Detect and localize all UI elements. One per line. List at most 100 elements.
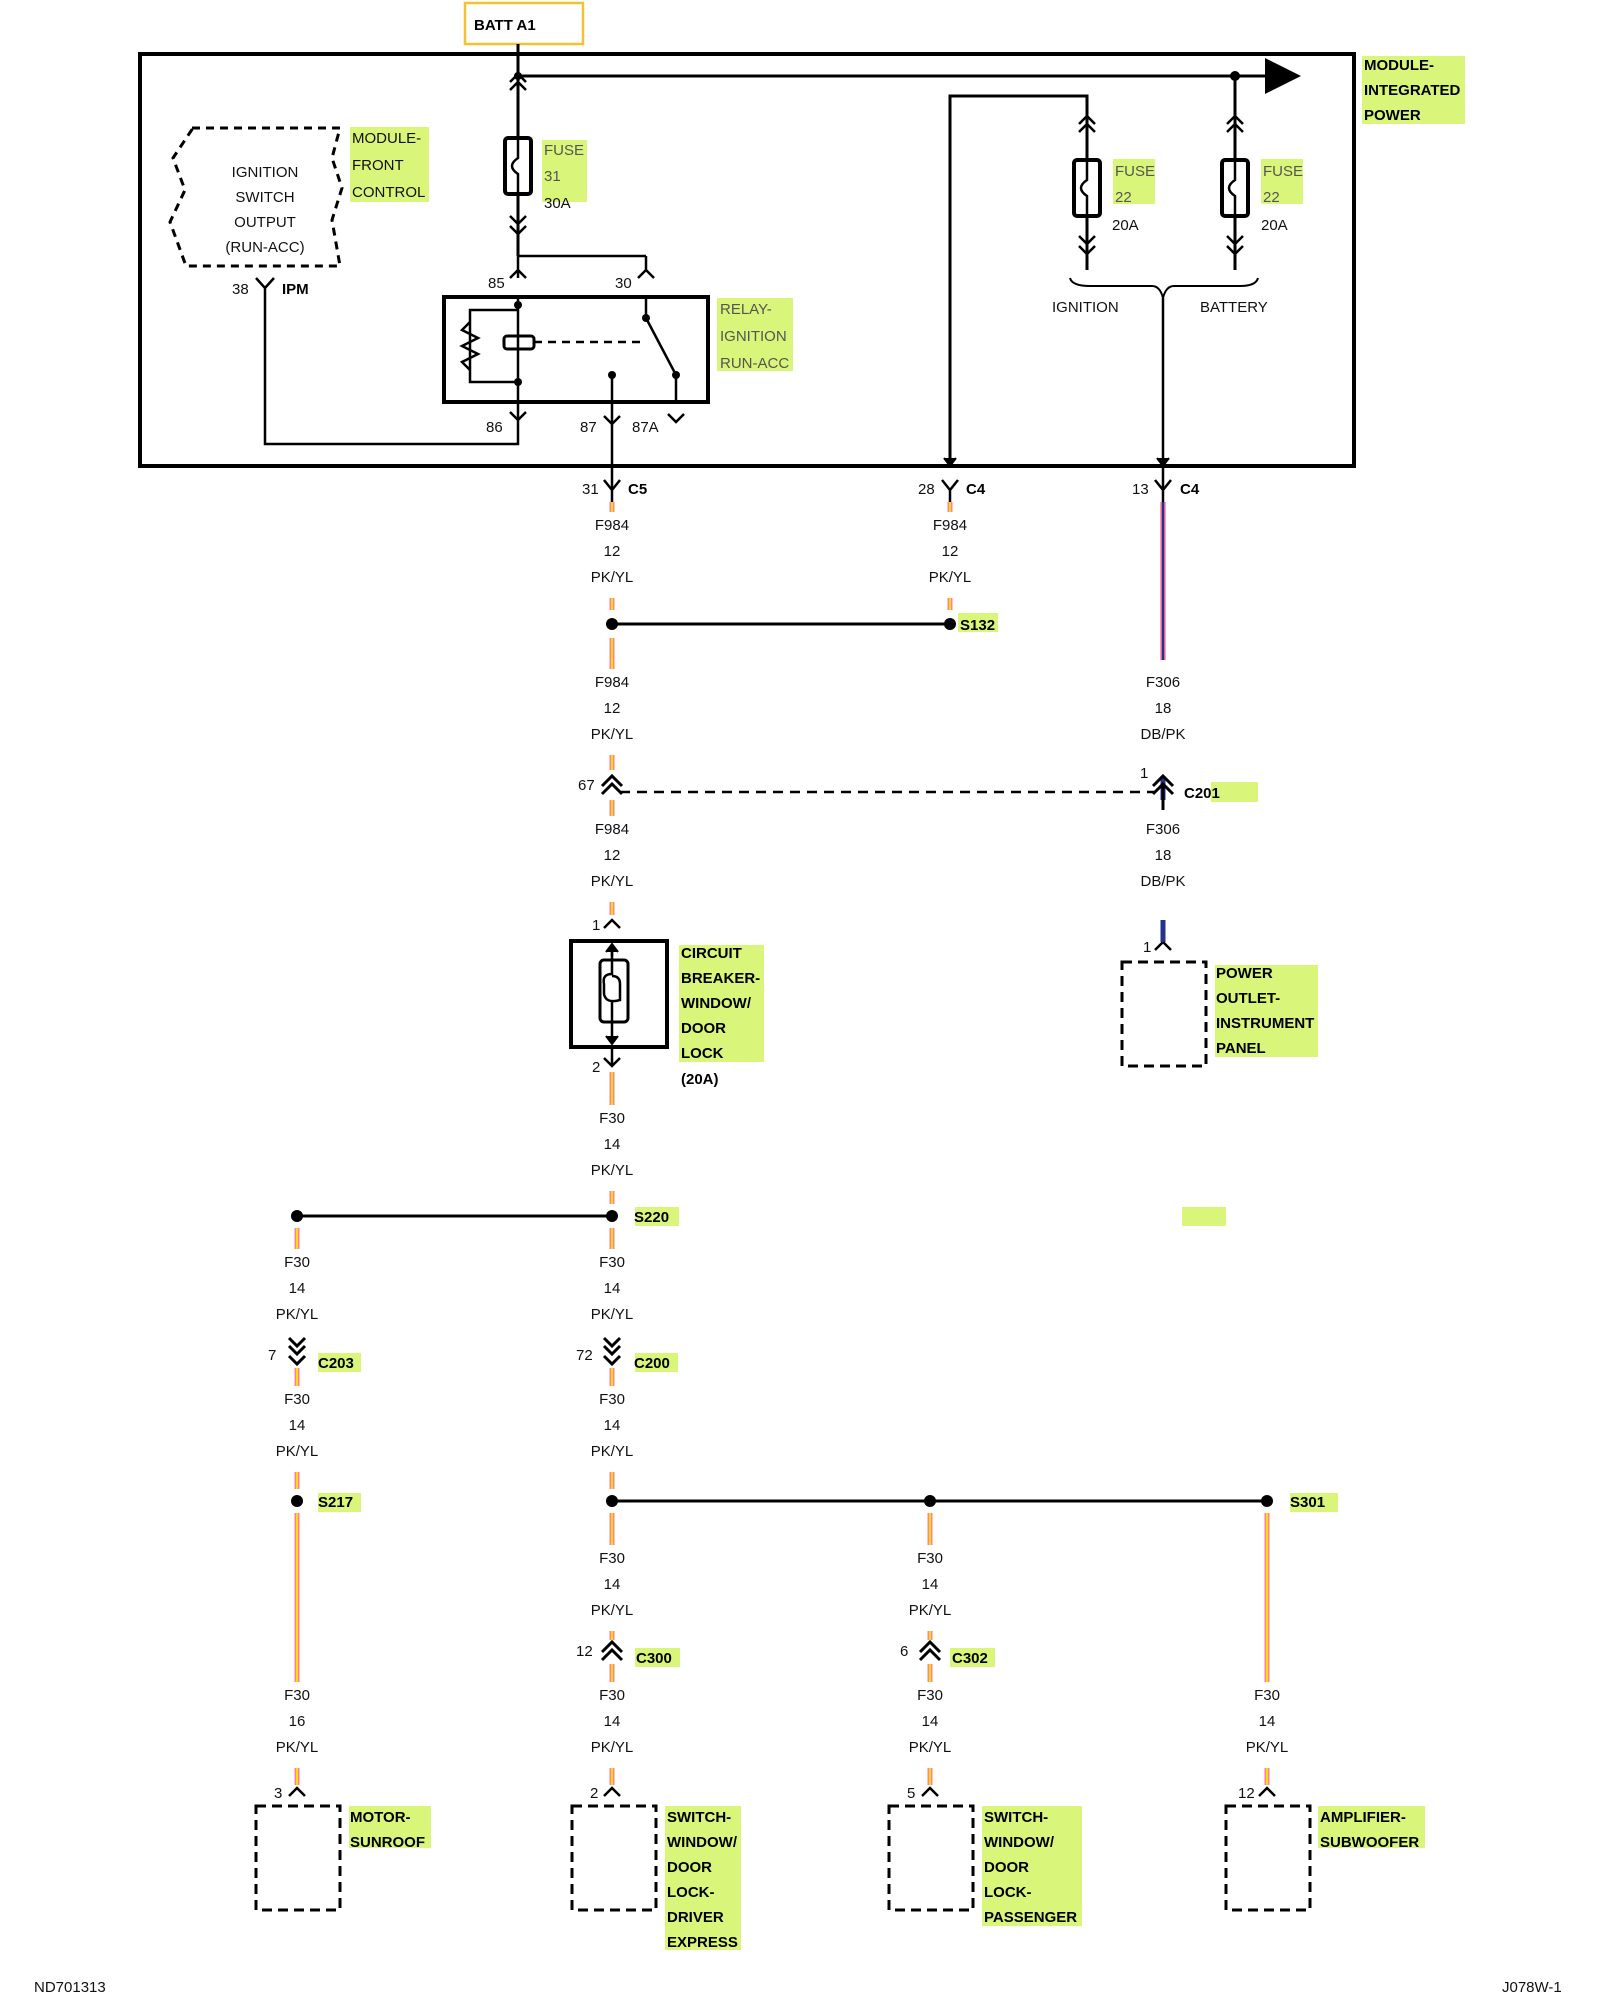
motor-sunroof-component (254, 1804, 342, 1912)
svg-text:30A: 30A (544, 195, 571, 212)
outlet-pin: 1 (1143, 939, 1151, 956)
svg-text:OUTPUT: OUTPUT (234, 214, 296, 231)
svg-text:FRONT: FRONT (352, 157, 404, 174)
svg-text:31: 31 (544, 168, 561, 185)
wire-label-line: F30 (599, 1110, 625, 1127)
switch-passenger-label: SWITCH- WINDOW/ DOOR LOCK- PASSENGER (984, 1809, 1077, 1926)
wire-label-line: 14 (1259, 1713, 1276, 1730)
branch-ignition-label: IGNITION (1052, 299, 1119, 316)
amplifier-component (1224, 1804, 1312, 1912)
relay-pin-30: 30 (615, 275, 632, 292)
svg-text:INTEGRATED: INTEGRATED (1364, 82, 1461, 99)
svg-text:WINDOW/: WINDOW/ (984, 1834, 1055, 1851)
wire-label-line: F984 (595, 674, 629, 691)
svg-text:CIRCUIT: CIRCUIT (681, 945, 742, 962)
motor-sunroof-label: MOTOR- SUNROOF (350, 1809, 425, 1851)
splice-s301-label: S301 (1290, 1494, 1325, 1511)
footer-left: ND701313 (34, 1979, 106, 1996)
wire-label-line: PK/YL (1246, 1739, 1289, 1756)
svg-text:WINDOW/: WINDOW/ (681, 995, 752, 1012)
svg-text:22: 22 (1115, 189, 1132, 206)
wire-label-line: 12 (942, 543, 959, 560)
wire-label-line: 14 (922, 1576, 939, 1593)
svg-text:(RUN-ACC): (RUN-ACC) (225, 239, 304, 256)
wire-label-line: F30 (599, 1254, 625, 1271)
relay-pin-87: 87 (580, 419, 597, 436)
c200-label: C200 (634, 1355, 670, 1372)
c302-label: C302 (952, 1650, 988, 1667)
svg-text:DOOR: DOOR (681, 1020, 726, 1037)
wire-label-line: 18 (1155, 847, 1172, 864)
ipm-pin: 38 (232, 281, 249, 298)
module-integrated-power-border (138, 52, 1356, 468)
relay-pin-87a: 87A (632, 419, 659, 436)
relay-internals (459, 297, 678, 402)
fuse-31-label: FUSE 31 30A (544, 142, 584, 212)
svg-text:WINDOW/: WINDOW/ (667, 1834, 738, 1851)
batt-box (463, 1, 585, 46)
wire-label-line: 14 (604, 1713, 621, 1730)
switch-passenger-component (887, 1804, 975, 1912)
svg-text:IGNITION: IGNITION (232, 164, 299, 181)
wire-label-line: 12 (604, 847, 621, 864)
svg-text:SWITCH-: SWITCH- (667, 1809, 731, 1826)
wire-label-line: PK/YL (591, 569, 634, 586)
svg-text:CONTROL: CONTROL (352, 184, 425, 201)
cb-pin-1: 1 (592, 917, 600, 934)
wire-label-line: DB/PK (1140, 873, 1185, 890)
c4b-pin: 13 (1132, 481, 1149, 498)
relay-label: RELAY- IGNITION RUN-ACC (720, 301, 789, 372)
wire-db-pk-upper (1160, 502, 1166, 660)
svg-text:SWITCH-: SWITCH- (984, 1809, 1048, 1826)
svg-text:PASSENGER: PASSENGER (984, 1909, 1077, 1926)
wire-label-line: F30 (599, 1687, 625, 1704)
branch-battery-label: BATTERY (1200, 299, 1268, 316)
ignition-switch-label: IGNITION SWITCH OUTPUT (RUN-ACC) (225, 164, 304, 256)
wire-label-line: PK/YL (909, 1602, 952, 1619)
wire-labels: F98412PK/YLF98412PK/YLF98412PK/YLF98412P… (261, 512, 1303, 1768)
wire-label-line: 16 (289, 1713, 306, 1730)
c201-label: C201 (1184, 785, 1220, 802)
wire-label-line: 12 (604, 543, 621, 560)
driver-pin: 2 (590, 1785, 598, 1802)
wire-label-line: F30 (1254, 1687, 1280, 1704)
wire-label-line: 14 (604, 1136, 621, 1153)
svg-text:DOOR: DOOR (667, 1859, 712, 1876)
svg-text:FUSE: FUSE (1263, 163, 1303, 180)
c5-label: C5 (628, 481, 647, 498)
svg-text:LOCK-: LOCK- (667, 1884, 715, 1901)
wire-label-line: PK/YL (276, 1443, 319, 1460)
wire-label-line: F306 (1146, 821, 1180, 838)
c201-left-connector-icon (600, 773, 624, 796)
svg-text:EXPRESS: EXPRESS (667, 1934, 738, 1951)
svg-text:INSTRUMENT: INSTRUMENT (1216, 1015, 1314, 1032)
svg-text:RUN-ACC: RUN-ACC (720, 355, 789, 372)
wire-label-line: 14 (604, 1280, 621, 1297)
c201-right-pin: 1 (1140, 765, 1148, 782)
wire-label-line: PK/YL (591, 873, 634, 890)
svg-text:MODULE-: MODULE- (352, 130, 421, 147)
circuit-breaker-label: CIRCUIT BREAKER- WINDOW/ DOOR LOCK (20A) (681, 945, 760, 1088)
c200-pin: 72 (576, 1347, 593, 1364)
highlights (318, 56, 1465, 1950)
ipm-connector-icon (255, 277, 275, 300)
wire-label-line: F30 (284, 1254, 310, 1271)
wire-label-line: F984 (595, 821, 629, 838)
passenger-pin: 5 (907, 1785, 915, 1802)
switch-driver-label: SWITCH- WINDOW/ DOOR LOCK- DRIVER EXPRES… (667, 1809, 738, 1951)
c302-connector-icon (918, 1639, 942, 1662)
splice-s217-label: S217 (318, 1494, 353, 1511)
svg-text:SWITCH: SWITCH (235, 189, 294, 206)
power-outlet-label: POWER OUTLET- INSTRUMENT PANEL (1216, 965, 1314, 1057)
wire-label-line: PK/YL (591, 1443, 634, 1460)
outlet-pin-icon (1154, 940, 1172, 951)
